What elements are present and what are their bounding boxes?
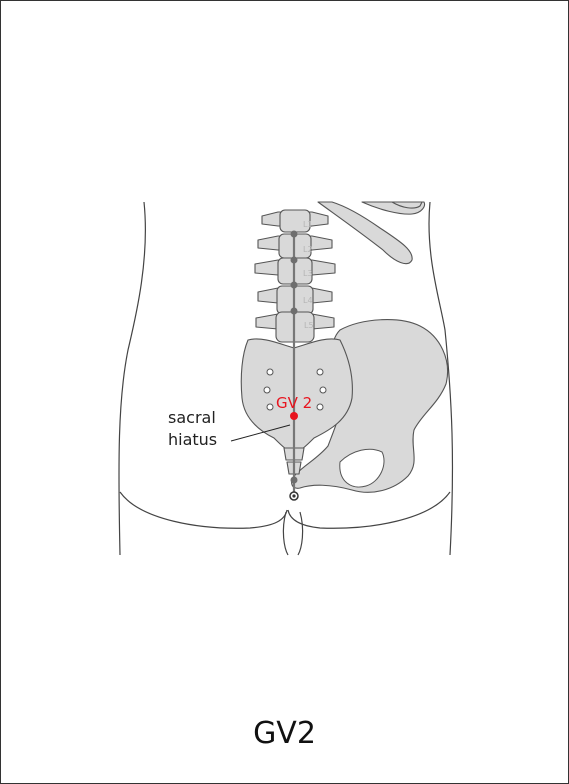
vertebra-label-l5: L5 [304, 321, 314, 330]
acupoint-dot [290, 412, 298, 420]
vertebra-label-l2: L2 [303, 245, 313, 254]
vertebra-label-l1: L1 [303, 220, 313, 229]
vertebra-label-l4: L4 [303, 296, 313, 305]
acupoint-label: GV 2 [276, 394, 312, 412]
figure-caption: GV2 [0, 716, 569, 751]
callout-hiatus: hiatus [168, 430, 217, 449]
rib-bones [318, 202, 425, 264]
vertebra-label-l3: L3 [303, 269, 313, 278]
callout-sacral: sacral [168, 408, 216, 427]
